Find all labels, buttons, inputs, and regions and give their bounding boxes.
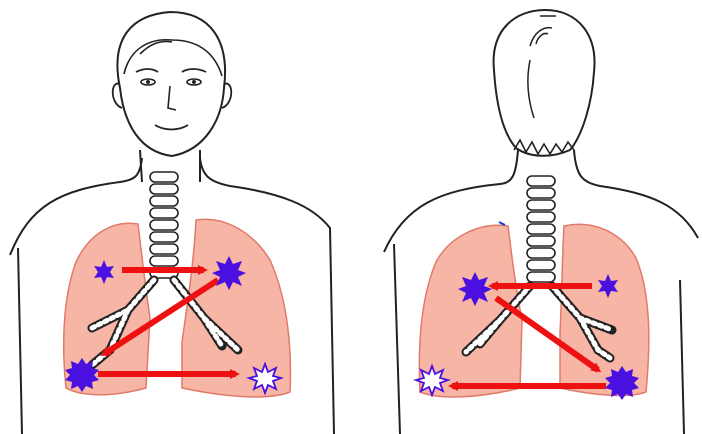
front-head <box>117 12 225 156</box>
back-small-mark <box>499 222 505 225</box>
front-star-4-icon <box>249 364 281 393</box>
back-star-4-icon <box>416 366 448 395</box>
back-head <box>494 10 595 156</box>
front-trachea <box>150 172 178 278</box>
front-figure <box>10 12 334 434</box>
back-trachea <box>527 176 555 282</box>
back-figure <box>384 10 698 434</box>
